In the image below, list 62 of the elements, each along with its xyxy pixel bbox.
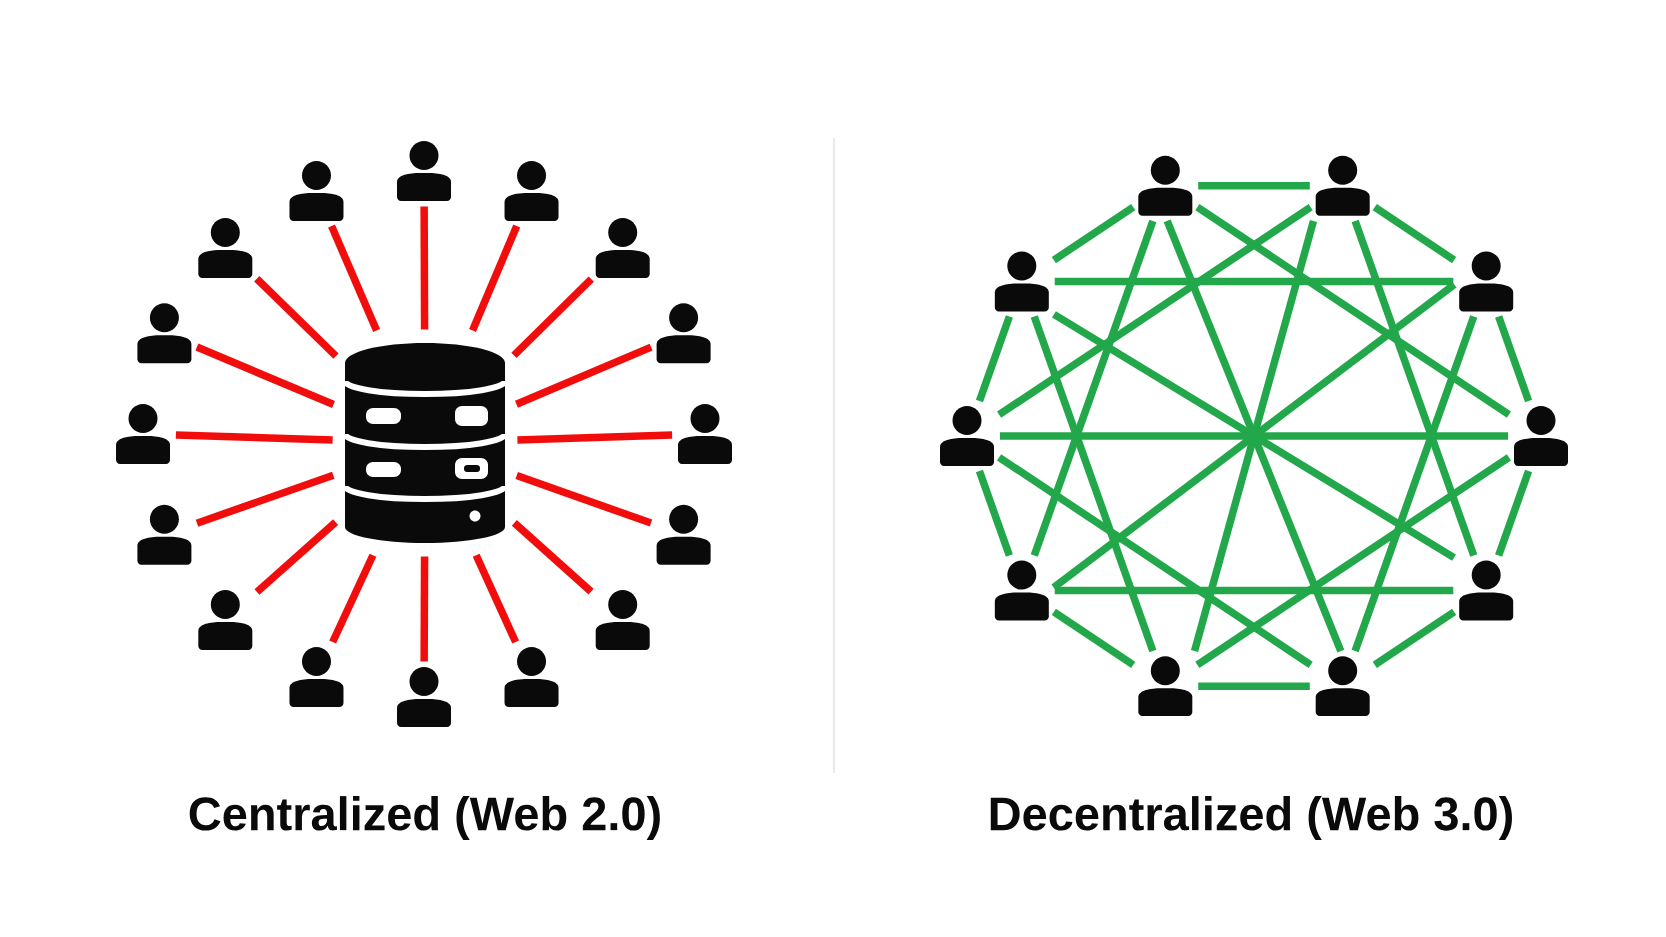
person-icon	[1138, 155, 1193, 216]
connector-line	[254, 276, 339, 359]
person-icon	[595, 589, 650, 650]
database-cylinder	[342, 343, 508, 543]
person-icon	[137, 504, 192, 565]
connector-line	[1351, 315, 1478, 653]
connector-line	[195, 343, 335, 409]
person-icon	[1138, 656, 1193, 717]
connector-line	[999, 432, 1509, 440]
connector-line	[1030, 315, 1157, 653]
person-icon	[595, 218, 650, 279]
connector-line	[1372, 608, 1457, 668]
person-icon	[1514, 406, 1568, 466]
connector-line	[1190, 220, 1318, 652]
person-icon	[678, 404, 732, 464]
connector-line	[1052, 311, 1456, 561]
person-icon	[1315, 155, 1370, 216]
connector-line	[195, 471, 335, 527]
person-icon	[656, 303, 711, 364]
connector-line	[1495, 469, 1533, 557]
connector-line	[975, 469, 1013, 557]
connector-line	[328, 224, 381, 333]
person-icon	[1315, 656, 1370, 717]
connector-line	[975, 315, 1013, 403]
heading: Centralized (Web 2.0)	[189, 796, 660, 840]
person-icon	[289, 647, 344, 707]
connector-line	[1051, 608, 1136, 668]
person-icon	[397, 667, 451, 727]
connector-line	[469, 224, 521, 332]
connector-line	[1351, 219, 1478, 557]
connector-line	[1051, 204, 1136, 264]
connector-line	[511, 520, 594, 595]
connector-line	[1495, 315, 1533, 403]
connector-line	[515, 471, 653, 527]
connector-line	[515, 343, 653, 408]
person-icon	[656, 504, 711, 565]
person-icon	[137, 303, 192, 364]
person-icon	[994, 560, 1049, 621]
person-icon	[198, 218, 253, 279]
connector-line	[997, 454, 1313, 668]
person-icon	[1459, 560, 1514, 621]
connector-line	[1195, 204, 1512, 418]
connector-line	[1030, 219, 1157, 557]
connector-line	[1051, 281, 1457, 591]
person-icon	[397, 141, 451, 201]
connector-line	[997, 204, 1313, 418]
connector-line	[1163, 219, 1345, 653]
connector-line	[254, 519, 339, 595]
person-icon	[116, 404, 170, 464]
person-icon	[994, 251, 1049, 312]
person-icon	[1459, 251, 1514, 312]
connector-line	[1195, 454, 1512, 668]
connector-line	[472, 553, 520, 644]
connector-line	[1372, 204, 1457, 264]
person-icon	[504, 161, 559, 221]
connector-line	[329, 553, 377, 644]
person-icon	[289, 161, 344, 221]
person-icon	[504, 647, 559, 707]
heading: Decentralized (Web 3.0)	[990, 796, 1512, 840]
person-icon	[198, 589, 253, 650]
connector-line	[511, 276, 594, 359]
person-icon	[940, 406, 994, 466]
